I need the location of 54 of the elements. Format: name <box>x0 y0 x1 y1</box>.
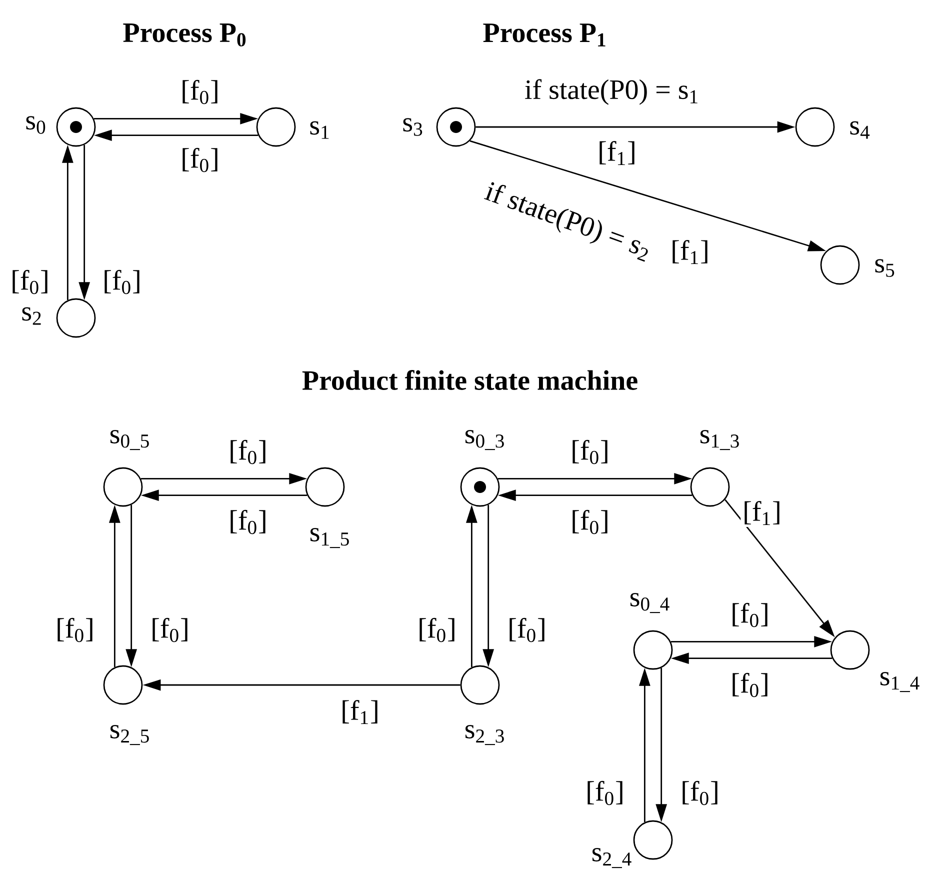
heading: Process P$_{1}$ <box>480 22 610 48</box>
edge-label: [f$_{0}$] <box>226 508 270 536</box>
state-label: s$_{5}$ <box>875 259 894 277</box>
state-circle <box>56 107 96 147</box>
edge-label: [f$_{0}$] <box>54 616 96 644</box>
state-label: s$_{2_4}$ <box>592 848 632 868</box>
heading: Process P$_{0}$ <box>120 22 250 48</box>
state-label: s$_{3}$ <box>403 118 422 136</box>
edge-label: [f$_{1}$] <box>338 698 382 726</box>
state-label: s$_{1_5}$ <box>310 528 349 548</box>
state-circle <box>633 630 673 670</box>
edge-label: [f$_{0}$] <box>8 268 52 296</box>
state-circle <box>690 467 730 507</box>
edge-label: [f$_{0}$] <box>148 616 192 644</box>
state-circle <box>103 665 143 705</box>
edge-label: [f$_{0}$] <box>178 78 222 106</box>
state-circle <box>830 630 870 670</box>
state-label: s$_{1_4}$ <box>880 672 920 692</box>
state-label: s$_{0}$ <box>26 116 46 134</box>
state-circle <box>460 467 500 507</box>
state-label: s$_{0_5}$ <box>110 430 149 450</box>
state-label: s$_{1}$ <box>310 121 329 139</box>
edge-label: [f$_{0}$] <box>584 778 626 808</box>
state-circle <box>633 820 673 860</box>
edge-label: [f$_{1}$] <box>740 498 784 528</box>
state-circle <box>436 107 476 147</box>
state-label: s$_{2_5}$ <box>110 724 149 746</box>
edge-label: [f$_{0}$] <box>100 268 144 296</box>
edge-label: [f$_{0}$] <box>568 438 612 466</box>
guard-label: if state(P0) = s$_{1}$ <box>522 77 702 107</box>
edge-label: [f$_{0}$] <box>678 778 722 808</box>
edge-label: [f$_{0}$] <box>728 600 772 630</box>
state-circle <box>820 245 860 285</box>
state-label: s$_{2}$ <box>22 307 41 325</box>
edge-label: [f$_{0}$] <box>178 146 222 174</box>
state-circle <box>103 467 143 507</box>
state-label: s$_{0_4}$ <box>630 592 670 614</box>
heading: Product finite state machine <box>300 368 640 392</box>
state-circle <box>56 298 96 338</box>
state-circle <box>460 665 500 705</box>
edge-label: [f$_{0}$] <box>416 616 458 644</box>
state-label: s$_{4}$ <box>850 121 870 139</box>
edge-label: [f$_{0}$] <box>568 508 612 536</box>
edge-label: [f$_{0}$] <box>728 670 772 700</box>
edge-label: [f$_{1}$] <box>668 238 712 266</box>
state-circle <box>256 107 296 147</box>
edge-label: [f$_{1}$] <box>596 138 638 168</box>
state-label: s$_{2_3}$ <box>466 724 504 746</box>
state-label: s$_{0_3}$ <box>466 430 504 450</box>
state-label: s$_{1_3}$ <box>700 430 739 450</box>
edge-label: [f$_{0}$] <box>226 438 270 466</box>
state-circle <box>795 107 835 147</box>
state-circle <box>305 467 345 507</box>
edge-label: [f$_{0}$] <box>506 616 548 644</box>
